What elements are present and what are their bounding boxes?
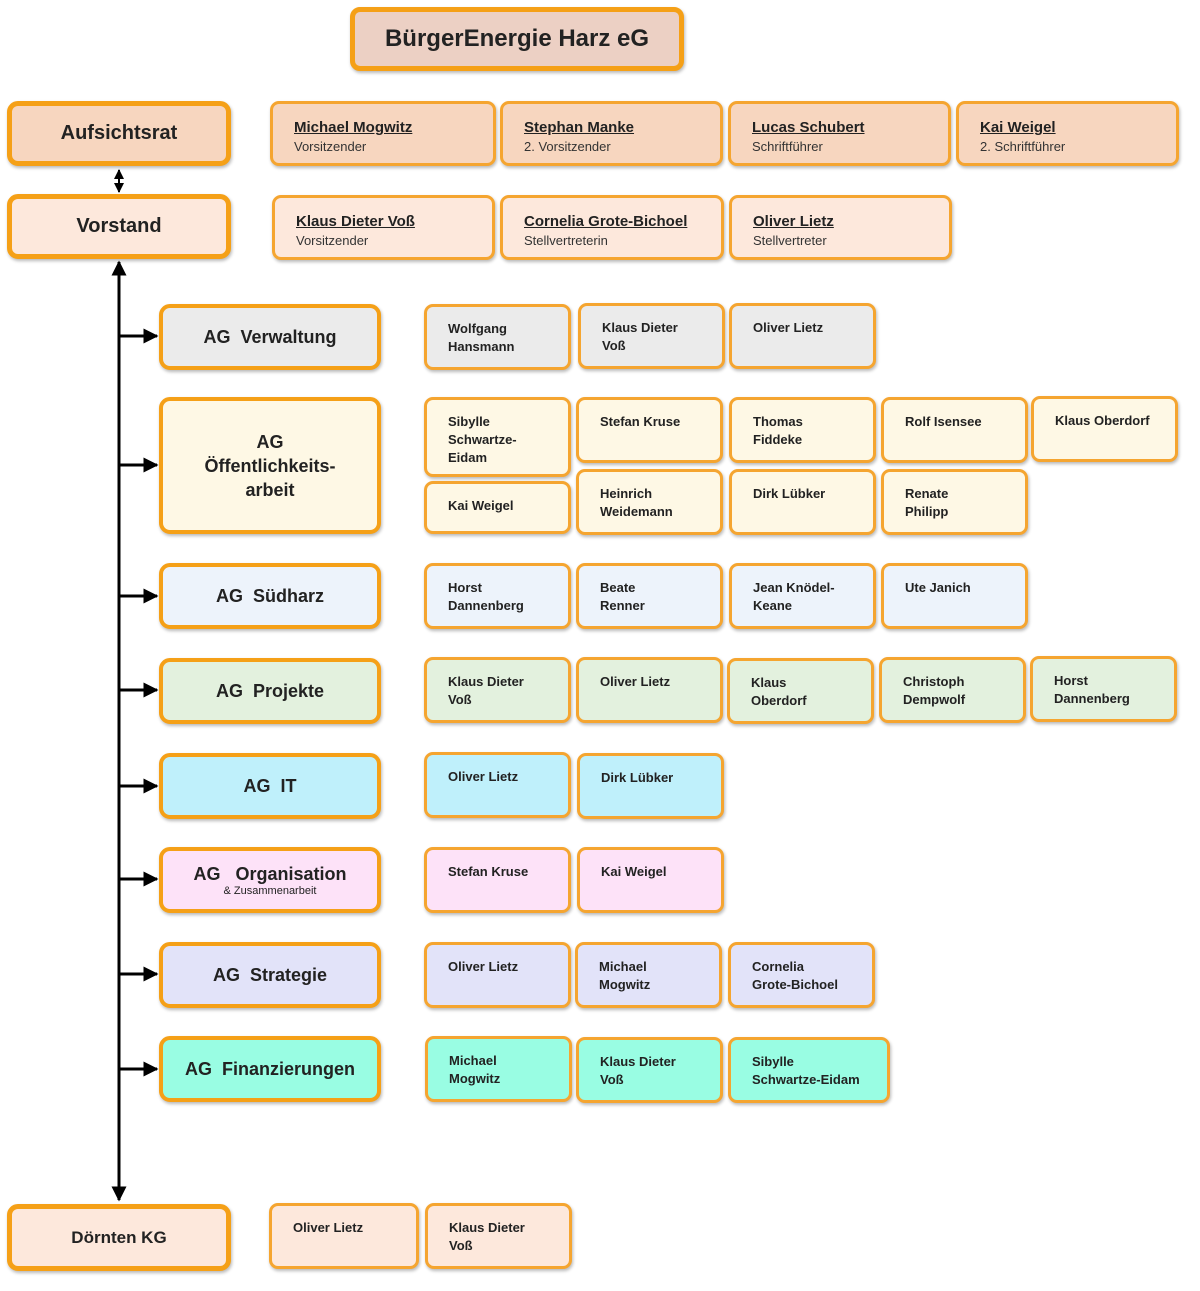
member-role: Stellvertreterin — [524, 233, 608, 248]
vorstand-member: Klaus Dieter Voß Vorsitzender — [272, 195, 495, 260]
ag-title: AG Öffentlichkeits- arbeit — [204, 431, 336, 500]
member-name[interactable]: Stephan Manke — [524, 119, 635, 136]
ag-member: Stefan Kruse — [424, 847, 571, 913]
member-role: Vorsitzender — [296, 233, 369, 248]
member-name[interactable]: Lucas Schubert — [752, 119, 865, 136]
ag-member: Klaus Oberdorf — [1031, 396, 1178, 462]
aufsichtsrat-member: Kai Weigel 2. Schriftführer — [956, 101, 1179, 166]
ag-member: Cornelia Grote-Bichoel — [728, 942, 875, 1008]
ag-title: AG Südharz — [215, 586, 325, 606]
ag-title: AG Finanzierungen — [184, 1059, 356, 1079]
ag-member: Michael Mogwitz — [425, 1036, 572, 1102]
ag-member: Dirk Lübker — [729, 469, 876, 535]
ag-title: AG Organisation — [193, 864, 347, 884]
ag-member: Rolf Isensee — [881, 397, 1028, 463]
ag-it: AG IT — [159, 753, 381, 819]
ag-member: Klaus Dieter Voß — [576, 1037, 723, 1103]
member-role: 2. Schriftführer — [980, 139, 1066, 154]
ag-member: Oliver Lietz — [424, 942, 571, 1008]
member-role: Stellvertreter — [753, 233, 827, 248]
ag-title: AG Verwaltung — [203, 327, 337, 347]
ag-member: Beate Renner — [576, 563, 723, 629]
ag-member: Renate Philipp — [881, 469, 1028, 535]
ag-member: Oliver Lietz — [576, 657, 723, 723]
member-role: 2. Vorsitzender — [524, 139, 611, 154]
ag-member: Oliver Lietz — [424, 752, 571, 818]
vorstand-box: Vorstand — [7, 194, 231, 259]
member-name[interactable]: Klaus Dieter Voß — [296, 213, 415, 230]
ag-finanzierungen: AG Finanzierungen — [159, 1036, 381, 1102]
ag-member: Kai Weigel — [424, 481, 571, 534]
ag-organisation: AG Organisation & Zusammenarbeit — [159, 847, 381, 913]
aufsichtsrat-box: Aufsichtsrat — [7, 101, 231, 166]
ag-member: Klaus Dieter Voß — [424, 657, 571, 723]
ag-member: Horst Dannenberg — [424, 563, 571, 629]
doernten-member: Oliver Lietz — [269, 1203, 419, 1269]
aufsichtsrat-member: Lucas Schubert Schriftführer — [728, 101, 951, 166]
aufsichtsrat-member: Stephan Manke 2. Vorsitzender — [500, 101, 723, 166]
ag-member: Heinrich Weidemann — [576, 469, 723, 535]
ag-member: Thomas Fiddeke — [729, 397, 876, 463]
ag-member: Ute Janich — [881, 563, 1028, 629]
ag-member: Christoph Dempwolf — [879, 657, 1026, 723]
vorstand-member: Cornelia Grote-Bichoel Stellvertreterin — [500, 195, 724, 260]
ag-oeffentlichkeitsarbeit: AG Öffentlichkeits- arbeit — [159, 397, 381, 534]
ag-strategie: AG Strategie — [159, 942, 381, 1008]
ag-member: Sibylle Schwartze-Eidam — [728, 1037, 890, 1103]
ag-projekte: AG Projekte — [159, 658, 381, 724]
ag-member: Stefan Kruse — [576, 397, 723, 463]
member-name[interactable]: Kai Weigel — [980, 119, 1056, 136]
ag-member: Wolfgang Hansmann — [424, 304, 571, 370]
doernten-kg-box: Dörnten KG — [7, 1204, 231, 1271]
org-title: BürgerEnergie Harz eG — [350, 7, 684, 71]
member-role: Schriftführer — [752, 139, 823, 154]
ag-subtitle: & Zusammenarbeit — [223, 885, 317, 897]
ag-member: Klaus Dieter Voß — [578, 303, 725, 369]
ag-member: Klaus Oberdorf — [727, 658, 874, 724]
ag-title: AG Strategie — [212, 965, 328, 985]
ag-member: Jean Knödel- Keane — [729, 563, 876, 629]
doernten-member: Klaus Dieter Voß — [425, 1203, 572, 1269]
ag-member: Oliver Lietz — [729, 303, 876, 369]
ag-member: Sibylle Schwartze- Eidam — [424, 397, 571, 477]
ag-verwaltung: AG Verwaltung — [159, 304, 381, 370]
member-name[interactable]: Oliver Lietz — [753, 213, 834, 230]
ag-title: AG IT — [243, 776, 297, 796]
ag-member: Dirk Lübker — [577, 753, 724, 819]
member-name[interactable]: Michael Mogwitz — [294, 119, 413, 136]
member-name[interactable]: Cornelia Grote-Bichoel — [524, 213, 688, 230]
ag-member: Kai Weigel — [577, 847, 724, 913]
vorstand-member: Oliver Lietz Stellvertreter — [729, 195, 952, 260]
ag-member: Horst Dannenberg — [1030, 656, 1177, 722]
aufsichtsrat-member: Michael Mogwitz Vorsitzender — [270, 101, 496, 166]
ag-suedharz: AG Südharz — [159, 563, 381, 629]
member-role: Vorsitzender — [294, 139, 367, 154]
ag-member: Michael Mogwitz — [575, 942, 722, 1008]
ag-title: AG Projekte — [215, 681, 325, 701]
